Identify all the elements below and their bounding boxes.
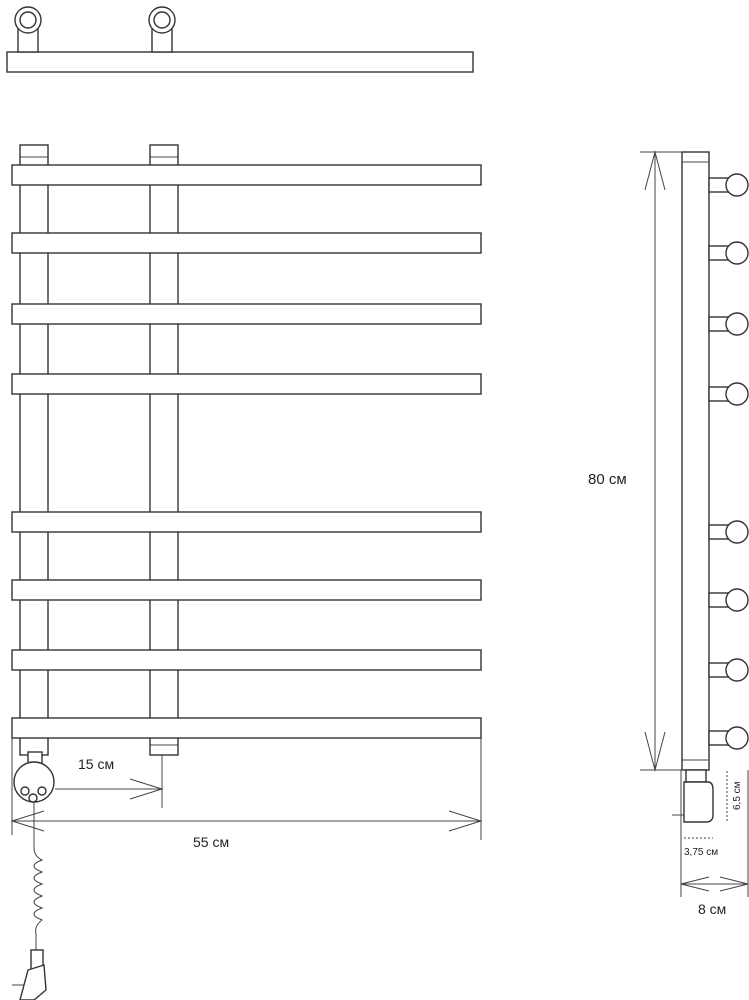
- spiral-power-cord: [33, 802, 44, 950]
- top-view: [6, 6, 474, 73]
- crossbar-end-cap: [725, 588, 749, 612]
- crossbar: [11, 164, 482, 186]
- heater-button[interactable]: [37, 786, 47, 796]
- heater-side-view: [683, 781, 714, 823]
- dimension-55cm: 55 см: [10, 738, 483, 850]
- arrow-head: [719, 876, 749, 892]
- dimension-label-80: 80 см: [588, 471, 627, 488]
- front-view: [11, 144, 482, 756]
- crossbar-end-cap: [725, 382, 749, 406]
- arrow-head: [680, 876, 710, 892]
- heater-side-neck: [685, 769, 707, 783]
- side-view-post: [681, 151, 710, 771]
- crossbar: [11, 373, 482, 395]
- dimension-label-15: 15 см: [78, 756, 114, 772]
- dimension-label-3-75: 3,75 см: [684, 847, 718, 858]
- side-view: 80 см 6,5 см 3,75 см 8 см: [588, 150, 749, 917]
- crossbar: [11, 511, 482, 533]
- mount-ring-right-inner: [153, 11, 171, 29]
- crossbar: [11, 303, 482, 325]
- crossbar: [11, 232, 482, 254]
- dimension-label-6-5: 6,5 см: [732, 781, 743, 810]
- heater-button[interactable]: [28, 793, 38, 803]
- dimension-label-8: 8 см: [698, 901, 726, 917]
- heater-button[interactable]: [20, 786, 30, 796]
- crossbar: [11, 579, 482, 601]
- crossbar-end-cap: [725, 173, 749, 197]
- top-view-bar: [6, 51, 474, 73]
- crossbar-end-cap: [725, 312, 749, 336]
- dimension-15cm: 15 см: [55, 755, 164, 808]
- crossbar-end-cap: [725, 658, 749, 682]
- crossbar-end-cap: [725, 520, 749, 544]
- crossbar-end-cap: [725, 241, 749, 265]
- power-plug-icon: [19, 964, 47, 1000]
- mount-ring-left-inner: [19, 11, 37, 29]
- crossbar-end-cap: [725, 726, 749, 750]
- crossbar: [11, 649, 482, 671]
- crossbar: [11, 717, 482, 739]
- heating-element: [12, 751, 55, 1000]
- dimension-label-55: 55 см: [193, 834, 229, 850]
